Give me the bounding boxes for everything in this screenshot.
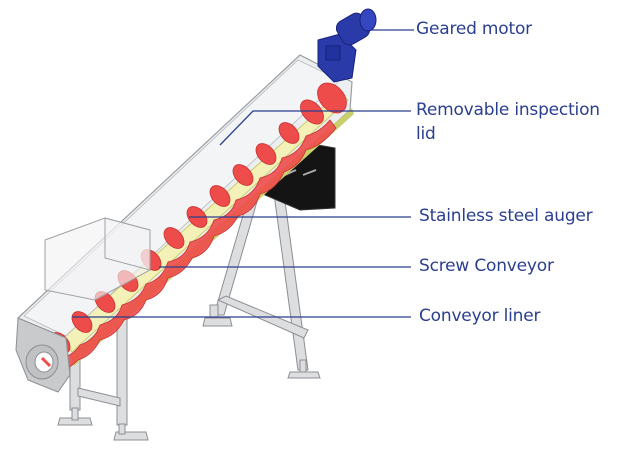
geared-motor	[317, 8, 377, 83]
label-text: Conveyor liner	[419, 306, 541, 326]
label-text-line1: Removable inspection	[416, 100, 600, 120]
label-geared-motor: Geared motor	[416, 17, 532, 41]
end-flange	[15, 317, 71, 393]
label-text: Screw Conveyor	[419, 256, 554, 276]
label-screw-conveyor: Screw Conveyor	[419, 254, 554, 278]
label-text: Stainless steel auger	[419, 206, 593, 226]
label-conveyor-liner: Conveyor liner	[419, 304, 540, 328]
front-support-stand	[57, 299, 149, 441]
inlet-hopper	[44, 217, 151, 301]
leader-lines	[72, 29, 414, 318]
label-inspection-lid: Removable inspection lid	[416, 98, 600, 146]
label-text: Geared motor	[416, 19, 532, 39]
label-text-line2: lid	[416, 124, 436, 144]
label-auger: Stainless steel auger	[419, 204, 593, 228]
leader-inspection-lid	[219, 110, 411, 146]
